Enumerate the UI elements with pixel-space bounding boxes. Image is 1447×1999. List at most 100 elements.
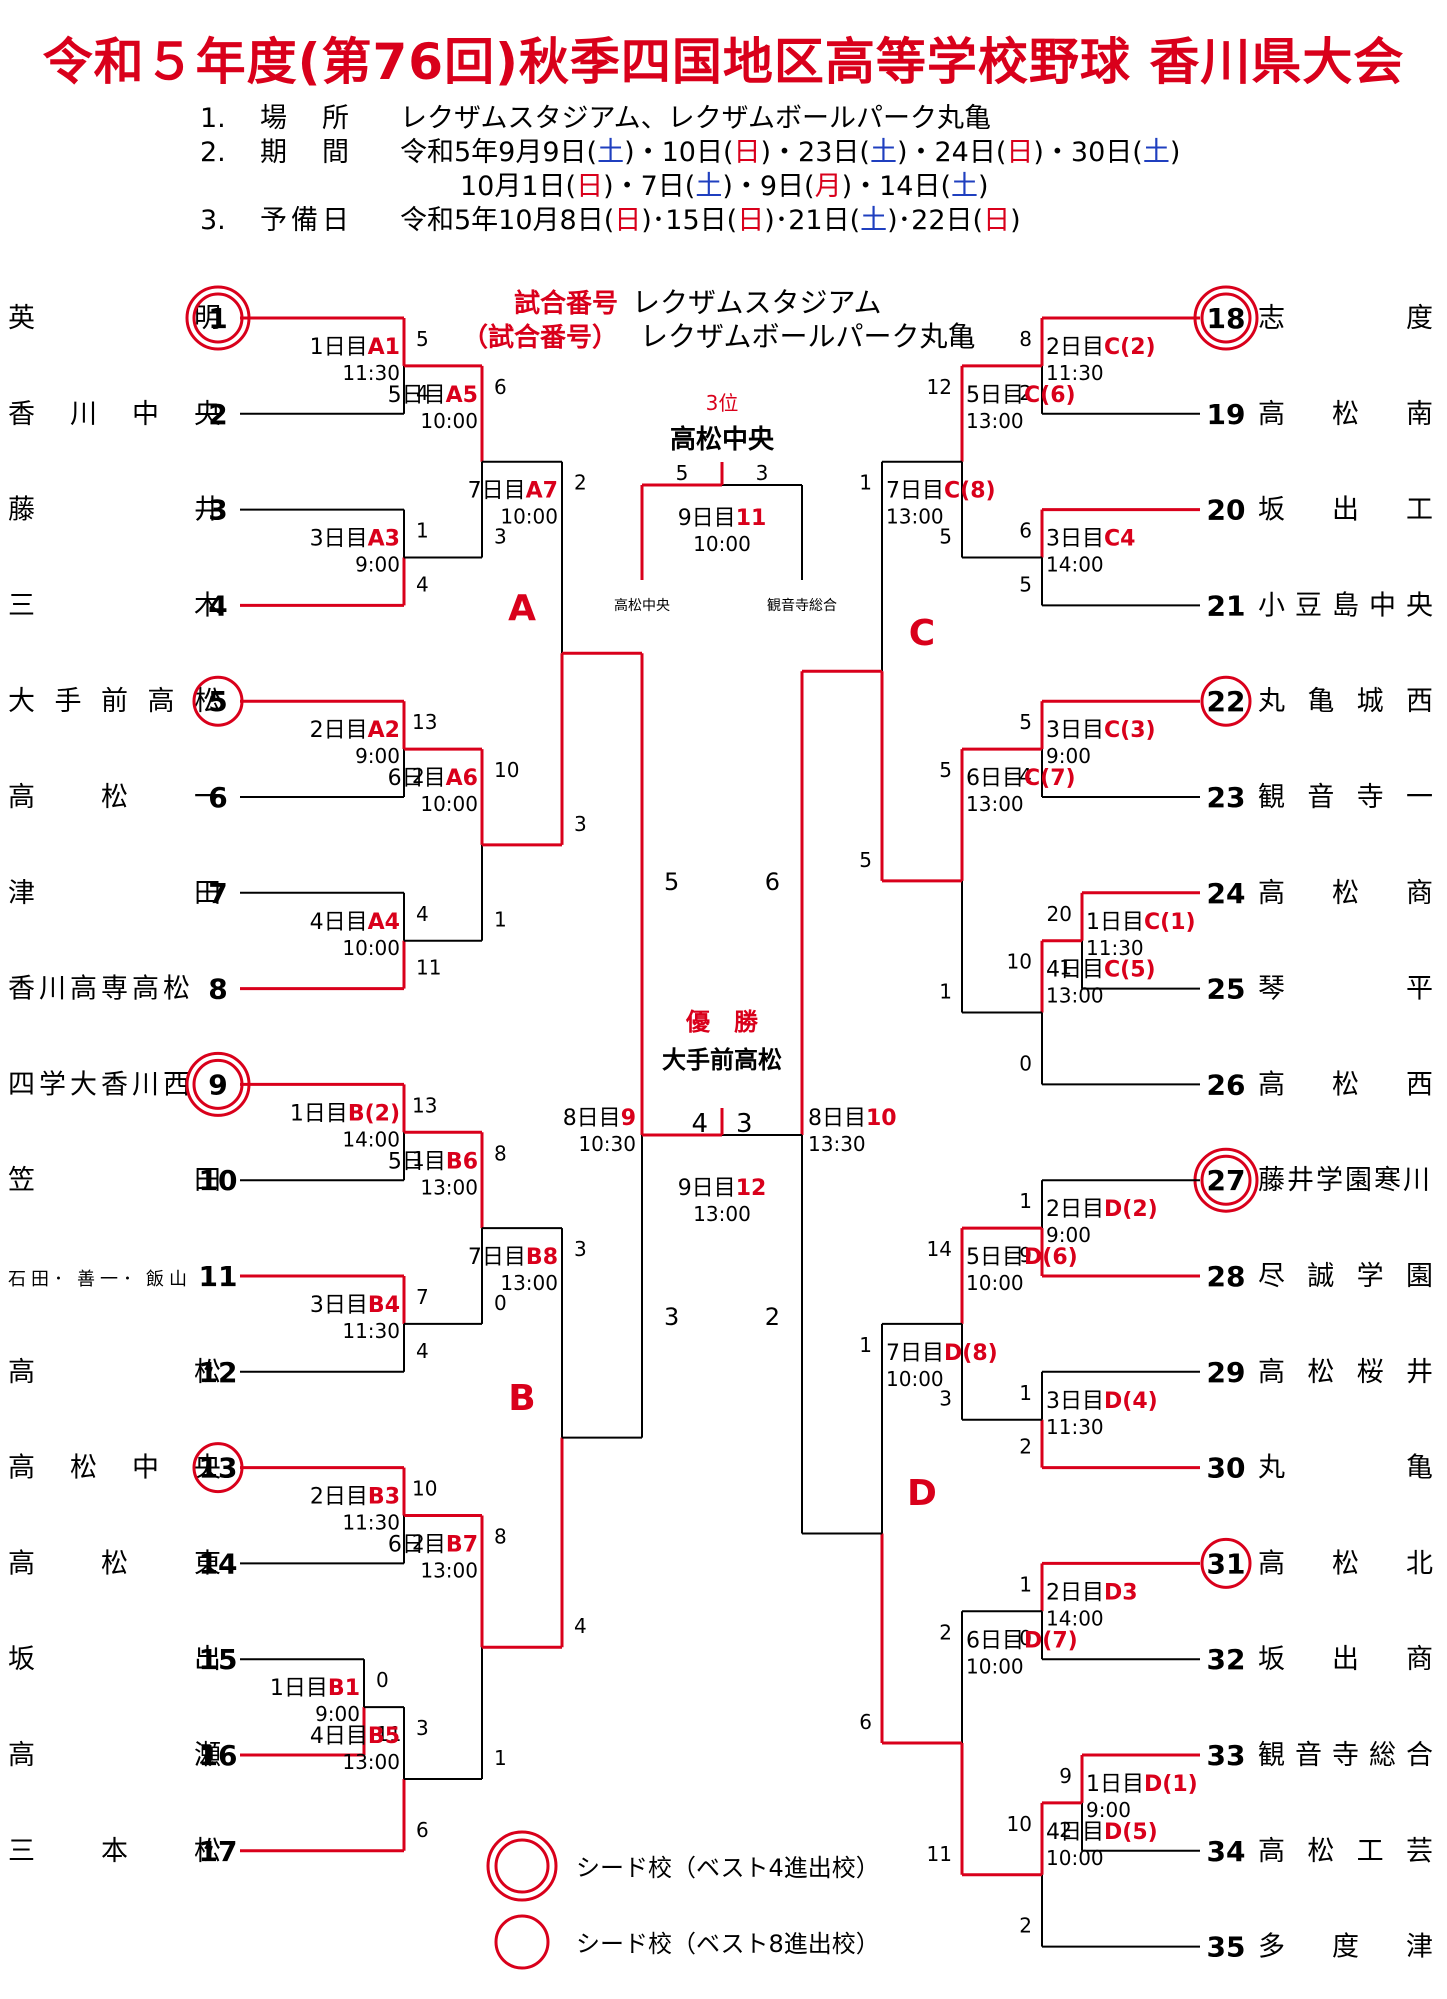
- score: 3: [494, 525, 507, 549]
- period1-seg: )・10日(: [624, 137, 734, 168]
- match-time: 10:00: [693, 532, 751, 556]
- team-name: 学: [39, 1069, 66, 1100]
- third-label: 3位: [706, 391, 739, 415]
- score: 1: [1019, 1189, 1032, 1213]
- team-number: 32: [1207, 1643, 1246, 1676]
- team-name: 出: [194, 1644, 221, 1675]
- match-time: 10:00: [500, 505, 558, 529]
- team-number: 19: [1207, 398, 1246, 431]
- match-time: 9:00: [355, 744, 400, 768]
- third-winner: 高松中央: [670, 424, 775, 455]
- match-label: 8日目9: [563, 1106, 636, 1131]
- team-name: 田: [194, 878, 221, 909]
- reserve-seg: 日: [737, 205, 765, 236]
- team-name: 松: [1307, 1836, 1334, 1867]
- score: 3: [416, 1716, 429, 1740]
- final-score: 4: [691, 1109, 708, 1139]
- team-number: 29: [1207, 1356, 1246, 1389]
- team-name: 学: [1357, 1261, 1384, 1292]
- score: 10: [1007, 950, 1032, 974]
- team-name: 多: [1258, 1932, 1285, 1963]
- reserve-seg: )･21日(: [764, 205, 861, 236]
- score: 2: [1019, 381, 1032, 405]
- team-name: 学: [1316, 1165, 1343, 1196]
- match-label: 1日目C(1): [1086, 910, 1196, 935]
- team-number: 2: [208, 398, 227, 431]
- team-name: 専: [101, 974, 128, 1005]
- team-number: 10: [199, 1164, 238, 1197]
- header-stadium: レクザムスタジアム: [632, 286, 881, 319]
- team-name: ･: [54, 1269, 63, 1290]
- reserve-seg: 日: [614, 205, 642, 236]
- score: 14: [927, 1237, 952, 1261]
- match-label: 7日目A7: [468, 479, 558, 504]
- score: 10: [412, 1477, 437, 1501]
- score: 3: [574, 812, 587, 836]
- team-number: 23: [1207, 781, 1246, 814]
- team-name: 松: [194, 1357, 221, 1388]
- team-name: 一: [100, 1269, 118, 1290]
- team-name: 藤: [1258, 1165, 1285, 1196]
- seed-circle: [1200, 292, 1252, 344]
- score: 0: [1019, 1626, 1032, 1650]
- period1-seg: 日: [1006, 137, 1034, 168]
- team-number: 22: [1207, 685, 1246, 718]
- team-name: 寺: [1332, 1740, 1359, 1771]
- score: 1: [412, 1147, 425, 1171]
- team-number: 25: [1207, 973, 1246, 1006]
- match-label: 7日目C(8): [886, 479, 996, 504]
- team-name: 高: [1258, 1836, 1285, 1867]
- team-name: 出: [1332, 495, 1359, 526]
- team-number: 18: [1207, 302, 1246, 335]
- third-team-left: 高松中央: [614, 597, 670, 614]
- team-number: 9: [208, 1068, 227, 1101]
- team-name: 松: [1332, 399, 1359, 430]
- info-period-2: 10月1日(日)・7日(土)・9日(月)・14日(土): [460, 164, 989, 203]
- team-name: 観: [1258, 1740, 1285, 1771]
- team-name: 度: [1332, 1932, 1359, 1963]
- team-number: 26: [1207, 1068, 1246, 1101]
- score: 8: [494, 1141, 507, 1165]
- team-name: 尽: [1258, 1261, 1285, 1292]
- score: 4: [416, 572, 429, 596]
- score: 3: [574, 1237, 587, 1261]
- reserve-seg: )･22日(: [887, 205, 984, 236]
- match-time: 11:30: [342, 1319, 400, 1343]
- team-name: 高: [1258, 1548, 1285, 1579]
- block-label-c: C: [909, 613, 935, 654]
- match-label: 1日目A1: [310, 335, 400, 360]
- team-name: 松: [70, 1453, 97, 1484]
- match-time: 13:00: [886, 505, 944, 529]
- team-name: 川: [70, 399, 97, 430]
- header-match-no: 試合番号: [514, 288, 618, 319]
- match-time: 13:00: [966, 409, 1024, 433]
- team-number: 17: [199, 1835, 238, 1868]
- score: 7: [416, 1285, 429, 1309]
- score: 2: [574, 471, 587, 495]
- team-name: 川: [1403, 1165, 1430, 1196]
- score: 0: [1019, 1051, 1032, 1075]
- score: 5: [939, 525, 952, 549]
- legend-best8: シード校（ベスト8進出校）: [576, 1930, 880, 1958]
- team-name: 園: [1345, 1165, 1372, 1196]
- match-time: 11:30: [342, 1511, 400, 1535]
- team-name: 芸: [1406, 1836, 1433, 1867]
- match-time: 10:00: [966, 1271, 1024, 1295]
- team-name: 高: [8, 1740, 35, 1771]
- team-name: 央: [1406, 590, 1433, 621]
- match-time: 13:00: [966, 792, 1024, 816]
- team-name: 木: [194, 590, 221, 621]
- match-time: 13:30: [808, 1132, 866, 1156]
- score: 4: [574, 1614, 587, 1638]
- match-time: 10:00: [420, 792, 478, 816]
- reserve-seg: )･15日(: [641, 205, 738, 236]
- team-name: 高: [8, 1548, 35, 1579]
- team-name: 平: [1406, 974, 1433, 1005]
- team-name: 川: [132, 1069, 159, 1100]
- header-park: レクザムボールパーク丸亀: [640, 320, 975, 353]
- score: 3: [939, 1387, 952, 1411]
- period-line1: 令和5年9月9日(土)・10日(日)・23日(土)・24日(日)・30日(土): [400, 137, 1180, 168]
- team-name: 松: [163, 974, 190, 1005]
- team-name: 寒: [1374, 1165, 1401, 1196]
- team-name: 島: [1332, 590, 1359, 621]
